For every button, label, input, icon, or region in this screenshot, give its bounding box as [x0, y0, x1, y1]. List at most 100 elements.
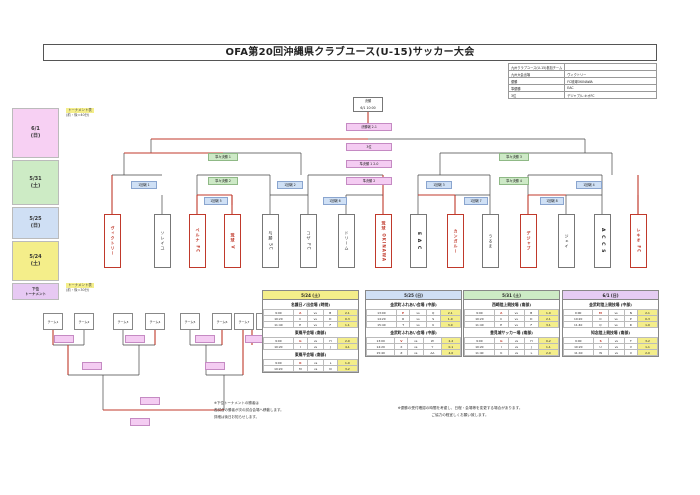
schedule-cell: 15:40	[365, 349, 396, 356]
venue-title: 西崎陸上競技場 (南部)	[492, 302, 531, 307]
day-label: トーナメント	[25, 291, 46, 296]
panel-date: 5/31 (土)	[464, 291, 559, 300]
score-cell: 2-0	[636, 349, 659, 356]
venue-title: 金武町ふれあい会場 (中部)	[390, 302, 437, 307]
schedule-cell: M	[292, 365, 309, 372]
schedule-cell: 11:40	[263, 321, 294, 328]
lower-team-box: チーム6	[212, 313, 232, 330]
final-sub: 6/1 10:00	[360, 106, 376, 110]
panel-date: 6/1 (日)	[563, 291, 658, 300]
venue-title: 知念陸上競技場 (南部)	[591, 330, 630, 335]
venue-title: 東風平会場 (南部)	[294, 330, 327, 335]
match-box: 1回戦 2	[277, 181, 303, 189]
team-box: うるま	[482, 214, 499, 268]
panel-date: 5/25 (日)	[366, 291, 461, 300]
schedule-cell: E	[493, 321, 509, 328]
match-box: 1回戦 1	[131, 181, 157, 189]
team-box: カンガルー	[447, 214, 464, 268]
lower-match-box	[140, 397, 160, 405]
page-title: OFA第20回沖縄県クラブユース(U-15)サッカー大会	[43, 44, 657, 61]
lower-team-box: チーム3	[113, 313, 133, 330]
team-box: ドリーム	[338, 214, 355, 268]
score-cell: 4-1	[336, 343, 359, 350]
schedule-cell: Q	[592, 321, 609, 328]
schedule-cell: E	[292, 321, 308, 328]
legend-top-head: トーナメント表	[66, 108, 94, 113]
lower-match-box	[130, 418, 150, 426]
match-box: 1回戦 5	[204, 197, 228, 205]
match-box: 準々決勝 4	[499, 177, 529, 185]
lower-note: ※下位トーナメントの勝者は	[214, 401, 259, 405]
legend-top-sub: (前・後=40分)	[66, 113, 90, 117]
date-label: 下位	[32, 286, 39, 291]
panel-date: 5/24 (土)	[263, 291, 358, 300]
match-box: 決勝戦 2-1	[346, 123, 392, 131]
final-label: 決勝	[364, 99, 372, 103]
footer-note: ご協力の程宜しくお願い致します。	[431, 413, 489, 417]
team-box: レキオ FC	[630, 214, 647, 268]
lower-match-box	[125, 335, 145, 343]
team-box: コザ FC	[300, 214, 317, 268]
lower-team-box: チーム2	[74, 313, 94, 330]
schedule-cell: Z	[394, 349, 409, 356]
team-box: 琉球 OKINAWA	[375, 214, 392, 268]
footer-note: ※優勝の受付確認の時間を考慮し、日程・会場等を変更する場合があります。	[397, 406, 523, 410]
score-cell: 4-0	[440, 349, 462, 356]
schedule-cell: N	[323, 365, 338, 372]
lower-note: 詳細は後日お知らせします。	[214, 415, 260, 419]
legend-bottom-head: トーナメント表	[66, 283, 94, 288]
schedule-cell: R	[623, 321, 638, 328]
team-box: A C C S	[594, 214, 611, 268]
match-box: 準々決勝 2	[208, 177, 238, 185]
team-box: ソレイユ	[154, 214, 171, 268]
schedule-cell: 15:40	[366, 321, 397, 328]
info-value: デジャブ/レキオFC	[564, 91, 657, 99]
venue-title: 名護日ノ出会場 (時間)	[291, 302, 330, 307]
legend-bottom-sub: (前・後=30分)	[66, 288, 90, 292]
schedule-cell: 11:40	[464, 349, 495, 356]
lower-match-box	[82, 362, 102, 370]
match-box: 1回戦 4	[576, 181, 602, 189]
team-box: デジャブ	[520, 214, 537, 268]
team-box: 琉球 V	[224, 214, 241, 268]
score-cell: 1-1	[336, 321, 359, 328]
schedule-cell: vs	[507, 321, 525, 328]
date-box: 6/1(日)	[12, 108, 59, 158]
schedule-cell: vs	[306, 321, 324, 328]
day-label: (土)	[30, 261, 41, 267]
date-box: 5/25(日)	[12, 207, 59, 239]
schedule-cell: U	[425, 321, 441, 328]
score-cell: 3-2	[336, 365, 359, 372]
info-row: 3位デジャブ/レキオFC	[507, 91, 657, 99]
schedule-cell: vs	[507, 349, 526, 356]
match-box: 準決勝 1 2-0	[346, 160, 392, 168]
day-label: (日)	[30, 223, 41, 229]
legend-bottom: トーナメント表 (前・後=30分)	[66, 283, 94, 293]
date-label: 6/1	[31, 126, 40, 132]
team-box: 与勝 SC	[262, 214, 279, 268]
schedule-cell: vs	[407, 349, 425, 356]
lower-match-box	[54, 335, 74, 343]
schedule-cell: vs	[607, 321, 625, 328]
match-box: 準々決勝 1	[208, 153, 238, 161]
schedule-cell: L	[524, 349, 539, 356]
schedule-cell: K	[493, 349, 509, 356]
venue-title: 金武町ふれあい会場 (中部)	[390, 330, 437, 335]
schedule-cell: 11:40	[464, 321, 495, 328]
lower-team-box: チーム4	[145, 313, 165, 330]
lower-match-box	[205, 362, 225, 370]
match-box: 1回戦 8	[540, 197, 564, 205]
schedule-cell: AA	[423, 349, 442, 356]
match-box: 1回戦 7	[464, 197, 488, 205]
